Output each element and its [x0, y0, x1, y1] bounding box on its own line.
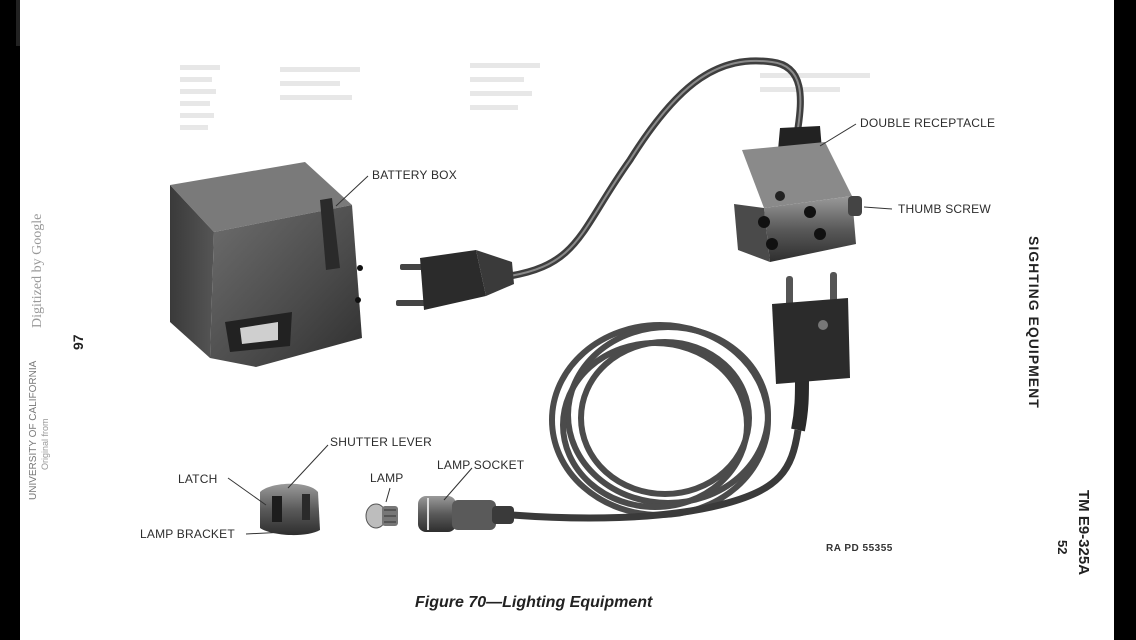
battery-box-drawing	[170, 162, 363, 367]
figure-reference-code: RA PD 55355	[826, 543, 893, 554]
label-thumb-screw: THUMB SCREW	[898, 202, 991, 216]
lamp-drawing	[365, 503, 398, 529]
battery-plug-drawing	[396, 250, 514, 310]
lighting-equipment-illustration	[170, 57, 893, 536]
lamp-bracket-drawing	[260, 483, 320, 536]
label-lamp: LAMP	[370, 471, 404, 485]
right-black-border	[1114, 0, 1136, 640]
scanned-manual-page: BATTERY BOX DOUBLE RECEPTACLE THUMB SCRE…	[20, 0, 1114, 640]
double-receptacle-drawing	[734, 126, 862, 262]
label-latch: LATCH	[178, 472, 218, 486]
label-lamp-socket: LAMP SOCKET	[437, 458, 525, 472]
scan-page-number: 97	[70, 334, 86, 350]
label-lamp-bracket: LAMP BRACKET	[140, 527, 235, 541]
manual-code: TM E9-325A	[1075, 490, 1092, 576]
label-shutter-lever: SHUTTER LEVER	[330, 435, 432, 449]
original-from: Original from	[40, 418, 50, 470]
manual-page-number: 52	[1055, 540, 1070, 555]
figure-caption: Figure 70—Lighting Equipment	[415, 594, 653, 611]
label-double-receptacle: DOUBLE RECEPTACLE	[860, 116, 996, 130]
leader-lines	[227, 123, 893, 535]
university-of-california: UNIVERSITY OF CALIFORNIA	[28, 360, 39, 500]
lamp-socket-drawing	[418, 496, 514, 532]
left-black-border	[0, 0, 20, 640]
digitized-by-google: Digitized by Google	[30, 213, 45, 328]
cable-plug-drawing	[772, 272, 850, 384]
running-head: SIGHTING EQUIPMENT	[1026, 236, 1042, 409]
coiled-cable-drawing	[549, 322, 771, 518]
label-battery-box: BATTERY BOX	[372, 168, 457, 182]
